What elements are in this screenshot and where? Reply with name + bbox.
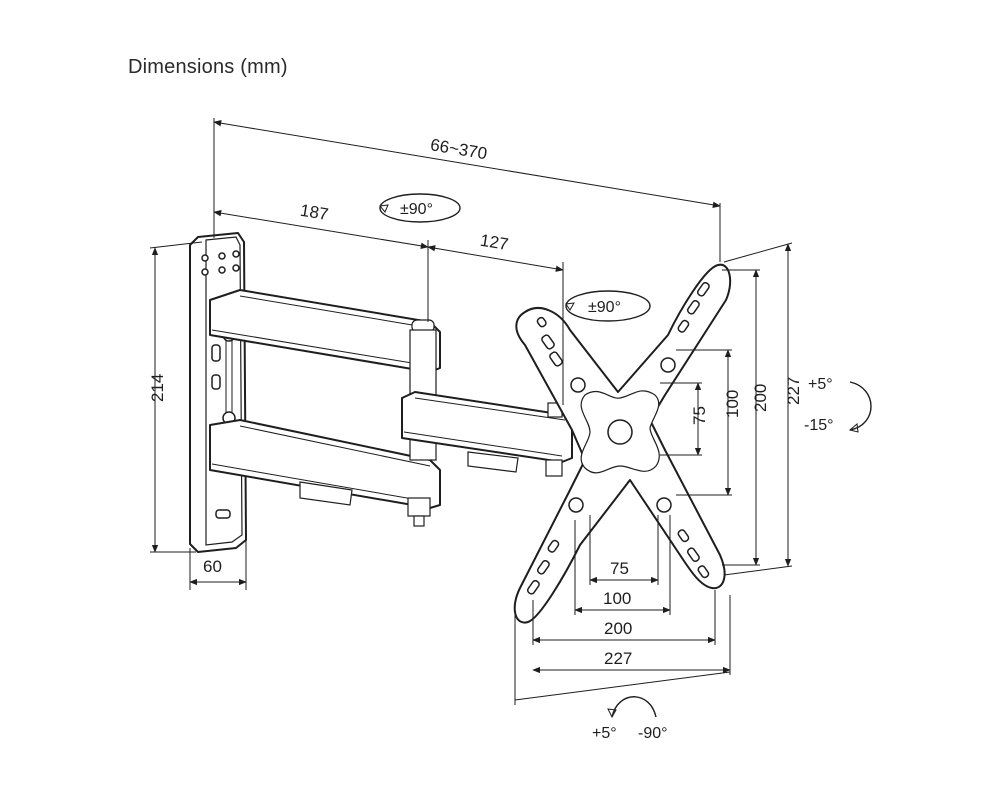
label-vesa-h-227: 227 bbox=[784, 377, 803, 405]
vesa-bracket bbox=[513, 263, 732, 624]
label-vesa-v-75: 75 bbox=[610, 559, 629, 578]
label-rotate-right: -90° bbox=[638, 725, 668, 742]
label-plate-width: 60 bbox=[203, 557, 222, 576]
label-vesa-v-100: 100 bbox=[603, 589, 631, 608]
label-vesa-h-100: 100 bbox=[723, 390, 742, 418]
rotation-indicators bbox=[379, 193, 872, 719]
label-vesa-h-200: 200 bbox=[751, 384, 770, 412]
label-vesa-v-200: 200 bbox=[604, 619, 632, 638]
front-arm bbox=[401, 391, 573, 477]
label-plate-height: 214 bbox=[148, 374, 167, 402]
page-title: Dimensions (mm) bbox=[128, 56, 288, 78]
lower-arm bbox=[209, 419, 441, 509]
dimension-lines bbox=[149, 118, 793, 705]
label-tilt-up: +5° bbox=[808, 376, 833, 393]
label-arm-swivel: ±90° bbox=[400, 201, 433, 218]
dimension-labels: 66~370 187 127 214 60 75 100 200 227 75 … bbox=[148, 135, 834, 742]
label-arm-first-segment: 187 bbox=[299, 201, 330, 224]
label-rotate-left: +5° bbox=[592, 725, 617, 742]
upper-arm bbox=[209, 289, 441, 373]
label-tilt-down: -15° bbox=[804, 417, 834, 434]
label-head-swivel: ±90° bbox=[588, 299, 621, 316]
label-vesa-h-75: 75 bbox=[690, 406, 709, 425]
label-vesa-v-227: 227 bbox=[604, 649, 632, 668]
wall-plate bbox=[189, 232, 247, 553]
label-arm-second-segment: 127 bbox=[479, 231, 510, 254]
